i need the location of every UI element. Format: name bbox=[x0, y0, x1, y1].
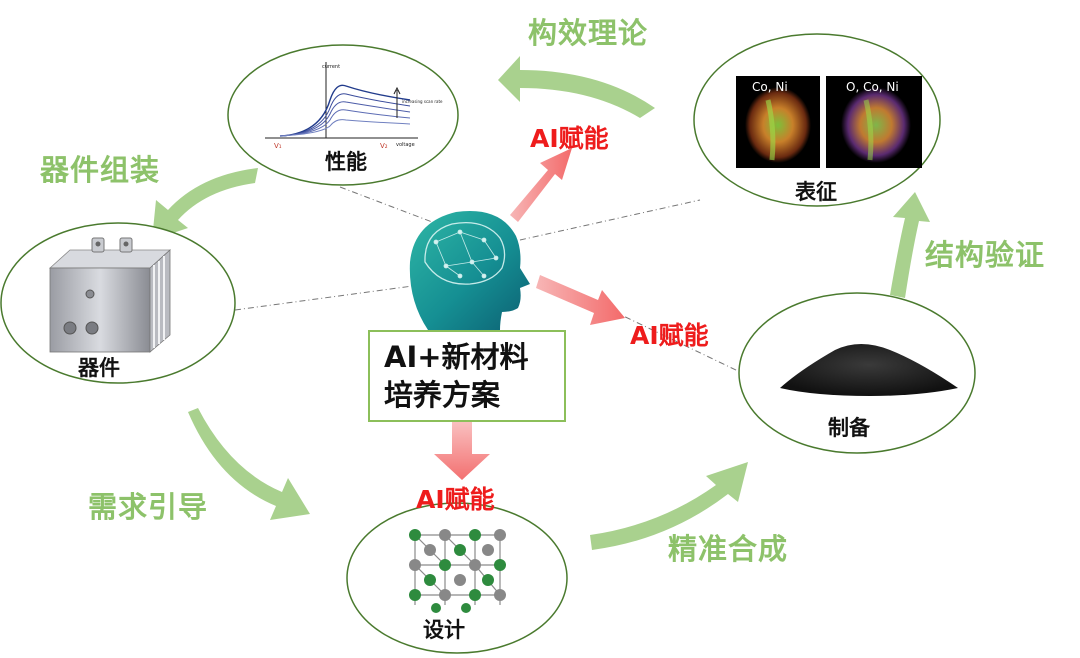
graph-v1: V₁ bbox=[274, 142, 282, 150]
graph-xlabel: voltage bbox=[396, 142, 415, 148]
node-label-device: 器件 bbox=[78, 356, 120, 380]
arrow-precise-synthesis bbox=[590, 462, 748, 550]
lattice-atoms bbox=[409, 529, 506, 613]
ai-arrow-right bbox=[536, 275, 625, 325]
ai-head-icon bbox=[409, 211, 530, 330]
powder-pile-image bbox=[780, 344, 958, 396]
ai-arrows bbox=[434, 148, 625, 480]
node-characterization: Co, Ni O, Co, Ni bbox=[693, 33, 941, 207]
label-ai-bottom: AI赋能 bbox=[416, 485, 495, 514]
label-demand-guidance: 需求引导 bbox=[88, 490, 209, 524]
map-label-right: O, Co, Ni bbox=[846, 80, 899, 94]
node-preparation bbox=[738, 292, 976, 454]
node-label-preparation: 制备 bbox=[828, 416, 870, 440]
node-label-performance: 性能 bbox=[325, 150, 367, 174]
node-design bbox=[346, 502, 568, 654]
node-label-design: 设计 bbox=[423, 618, 465, 642]
map-label-left: Co, Ni bbox=[752, 80, 788, 94]
cv-graph bbox=[265, 62, 418, 139]
graph-v2: V₂ bbox=[380, 142, 388, 150]
node-performance: current voltage V₁ V₂ increasing scan ra… bbox=[227, 44, 459, 186]
center-title-line2: 培养方案 bbox=[384, 378, 501, 412]
center-plan-box: AI+新材料 培养方案 bbox=[368, 330, 566, 422]
label-structure-theory: 构效理论 bbox=[528, 16, 649, 50]
arrow-structure-theory bbox=[498, 56, 655, 118]
graph-annotation: increasing scan rate bbox=[402, 99, 443, 104]
arrow-device-assembly bbox=[152, 168, 258, 240]
arrow-structure-verification bbox=[890, 192, 930, 298]
node-label-characterization: 表征 bbox=[795, 180, 837, 204]
node-device bbox=[0, 222, 236, 384]
label-device-assembly: 器件组装 bbox=[40, 153, 161, 187]
arrow-demand-guidance bbox=[188, 408, 310, 520]
ai-arrow-top bbox=[510, 148, 572, 222]
ai-arrow-bottom bbox=[434, 422, 490, 480]
center-title-line1: AI+新材料 bbox=[384, 340, 529, 374]
battery-cell-image bbox=[48, 237, 172, 353]
label-precise-synthesis: 精准合成 bbox=[668, 532, 789, 566]
label-structure-verification: 结构验证 bbox=[925, 238, 1046, 272]
graph-ylabel: current bbox=[322, 64, 340, 70]
label-ai-right: AI赋能 bbox=[630, 321, 709, 350]
cycle-arrows bbox=[152, 56, 930, 550]
label-ai-top: AI赋能 bbox=[530, 124, 609, 153]
